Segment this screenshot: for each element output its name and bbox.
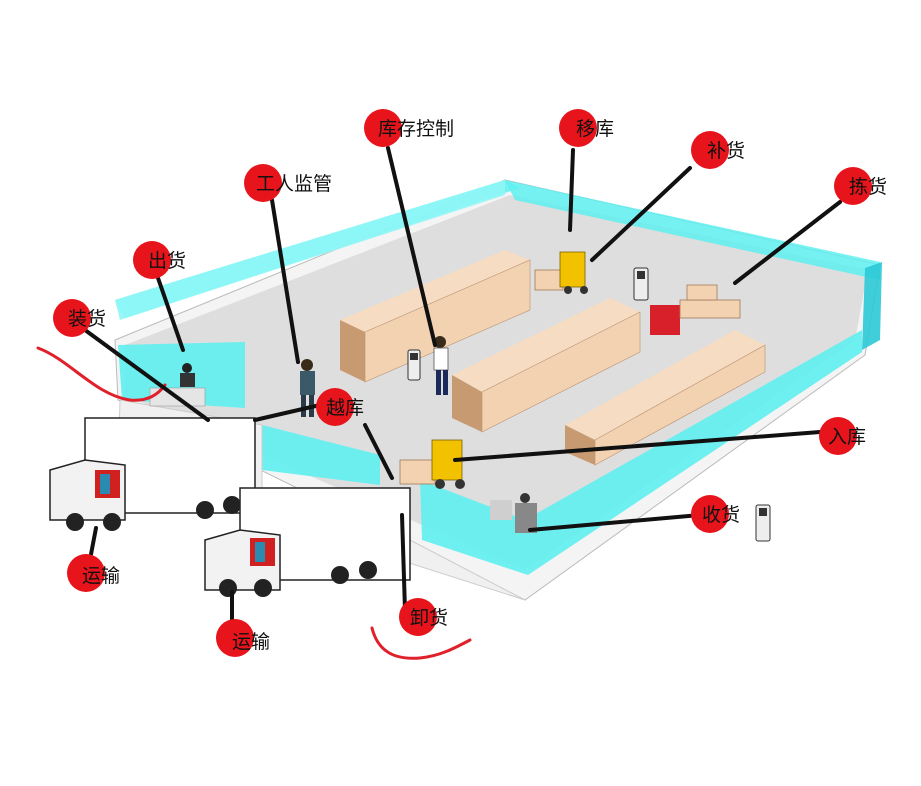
label-loading: 装货 xyxy=(68,308,106,330)
label-replenish: 补货 xyxy=(707,140,745,162)
leader-replenish xyxy=(590,166,692,262)
back-right-glass-wall xyxy=(505,180,880,280)
label-inventory-control: 库存控制 xyxy=(378,118,454,140)
storage-rack-middle xyxy=(452,298,641,433)
red-scribble-unloading xyxy=(370,626,472,660)
leader-cross-docking-2 xyxy=(253,403,322,422)
dot-picking xyxy=(834,167,872,205)
label-putaway: 入库 xyxy=(828,426,866,448)
leader-transfer xyxy=(568,148,575,232)
storage-rack-right xyxy=(565,330,766,466)
label-transport-2: 运输 xyxy=(232,631,270,653)
dot-transport-2 xyxy=(216,619,254,657)
label-unloading: 卸货 xyxy=(410,607,448,629)
dot-labor-supervision xyxy=(244,164,282,202)
leader-receiving xyxy=(528,513,702,532)
label-transfer: 移库 xyxy=(576,118,614,140)
dot-receiving xyxy=(691,495,729,533)
leader-inventory-control xyxy=(386,146,437,347)
labels: 库存控制 移库 补货 拣货 工人监管 出货 装货 越库 入库 收货 运输 运输 … xyxy=(68,118,887,653)
forklift-back-icon xyxy=(534,251,588,294)
label-receiving: 收货 xyxy=(702,504,740,526)
dot-inventory-control xyxy=(364,109,402,147)
dot-replenish xyxy=(691,131,729,169)
label-cross-docking: 越库 xyxy=(326,397,364,419)
dot-cross-docking xyxy=(316,388,354,426)
truck-2-icon xyxy=(204,487,411,597)
front-glass-wall-right xyxy=(420,480,528,575)
label-transport-1: 运输 xyxy=(82,565,120,587)
front-glass-wall-middle xyxy=(262,425,380,485)
dot-putaway xyxy=(819,417,857,455)
label-picking: 拣货 xyxy=(849,176,887,198)
leader-lines xyxy=(83,146,842,632)
leader-picking xyxy=(733,200,842,285)
front-right-glass-wall xyxy=(525,330,862,575)
right-glass-wall xyxy=(862,262,882,350)
pallet-jack-icon xyxy=(650,284,741,335)
back-left-glass-wall-top xyxy=(115,180,505,320)
handheld-scanner-icon-2 xyxy=(633,267,649,301)
dot-unloading xyxy=(399,598,437,636)
leader-loading xyxy=(83,328,210,422)
dot-shipping xyxy=(133,241,171,279)
dot-loading xyxy=(53,299,91,337)
handheld-scanner-icon xyxy=(407,349,421,381)
label-dots xyxy=(53,109,872,657)
truck-1-icon xyxy=(49,417,256,531)
leader-putaway xyxy=(453,430,822,462)
label-shipping: 出货 xyxy=(148,250,186,272)
worker-receiving-desk-icon xyxy=(490,493,537,533)
leader-unloading xyxy=(400,513,407,612)
dot-transfer xyxy=(559,109,597,147)
leader-labor-supervision xyxy=(270,198,300,364)
leader-shipping xyxy=(156,276,185,352)
dot-transport-1 xyxy=(67,554,105,592)
red-scribble-loading xyxy=(36,346,167,402)
handheld-scanner-icon-3 xyxy=(755,504,771,542)
storage-rack-left xyxy=(340,250,531,383)
leader-cross-docking xyxy=(363,423,394,480)
label-labor-supervision: 工人监管 xyxy=(256,173,332,195)
